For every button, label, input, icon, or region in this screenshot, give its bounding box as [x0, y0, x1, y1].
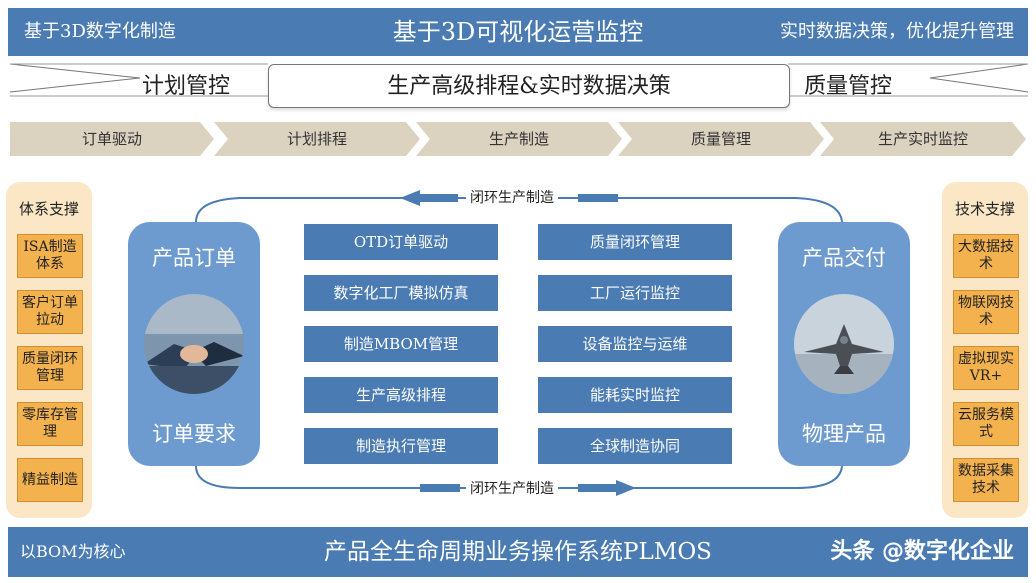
- module-right: 设备监控与运维: [538, 326, 732, 362]
- module-right: 质量闭环管理: [538, 224, 732, 260]
- order-pill-title: 产品订单: [152, 246, 236, 270]
- process-step-4: 质量管理: [618, 122, 824, 156]
- tech-support-item: 数据采集技术: [953, 458, 1019, 502]
- delivery-pill: 产品交付 物理产品: [778, 222, 910, 466]
- header-right-text: 实时数据决策，优化提升管理: [780, 21, 1014, 42]
- banner-center-text: 生产高级排程&实时数据决策: [387, 74, 671, 99]
- tech-support-title: 技术支撑: [954, 200, 1015, 218]
- quality-control-label: 质量管控: [804, 74, 893, 99]
- fighter-jet-image: [794, 294, 894, 394]
- tech-support-item: 云服务模式: [953, 402, 1019, 446]
- module-left: 数字化工厂模拟仿真: [304, 275, 498, 311]
- loop-bottom-bar: [420, 484, 460, 492]
- banner-scroll: 生产高级排程&实时数据决策: [268, 64, 790, 108]
- order-pill: 产品订单 订单要求: [128, 222, 260, 466]
- module-left: 制造MBOM管理: [304, 326, 498, 362]
- header-left-text: 基于3D数字化制造: [24, 21, 176, 42]
- loop-top-label: 闭环生产制造: [466, 187, 558, 207]
- process-step-3: 生产制造: [416, 122, 622, 156]
- tech-support-panel: 技术支撑 大数据技术 物联网技术 虚拟现实VR+ 云服务模式 数据采集技术: [942, 182, 1028, 518]
- delivery-pill-title: 产品交付: [802, 246, 886, 270]
- module-right: 全球制造协同: [538, 428, 732, 464]
- header-bar: 基于3D数字化制造 基于3D可视化运营监控 实时数据决策，优化提升管理: [8, 8, 1028, 56]
- process-step-2: 计划排程: [214, 122, 420, 156]
- system-support-item: 客户订单拉动: [17, 290, 83, 334]
- module-left: 制造执行管理: [304, 428, 498, 464]
- system-support-item: 零库存管理: [17, 402, 83, 446]
- process-step-5: 生产实时监控: [820, 122, 1026, 156]
- arrow-right-icon: [578, 480, 636, 496]
- tech-support-item: 物联网技术: [953, 290, 1019, 334]
- header-title: 基于3D可视化运营监控: [392, 18, 644, 46]
- footer-bar: 以BOM为核心 产品全生命周期业务操作系统PLMOS 头条 @数字化企业: [8, 527, 1028, 577]
- process-step-1: 订单驱动: [10, 122, 214, 156]
- delivery-pill-subtitle: 物理产品: [802, 422, 886, 446]
- system-support-title: 体系支撑: [18, 200, 79, 218]
- handshake-image: [144, 294, 244, 394]
- banner-lines: [9, 63, 1029, 97]
- order-pill-subtitle: 订单要求: [152, 422, 236, 446]
- system-support-item: ISA制造体系: [17, 234, 83, 278]
- module-left: 生产高级排程: [304, 377, 498, 413]
- system-support-item: 质量闭环管理: [17, 346, 83, 390]
- tech-support-item: 大数据技术: [953, 234, 1019, 278]
- loop-bottom-label: 闭环生产制造: [466, 478, 558, 498]
- footer-left-text: 以BOM为核心: [20, 542, 126, 561]
- system-support-item: 精益制造: [17, 458, 83, 502]
- module-left: OTD订单驱动: [304, 224, 498, 260]
- module-right: 工厂运行监控: [538, 275, 732, 311]
- watermark: 头条 @数字化企业: [830, 539, 1014, 564]
- tech-support-item: 虚拟现实VR+: [953, 346, 1019, 390]
- system-support-panel: 体系支撑 ISA制造体系 客户订单拉动 质量闭环管理 零库存管理 精益制造: [6, 182, 92, 518]
- module-right: 能耗实时监控: [538, 377, 732, 413]
- arrow-left-icon: [400, 190, 458, 206]
- loop-top-bar: [578, 194, 618, 202]
- footer-title: 产品全生命周期业务操作系统PLMOS: [324, 539, 712, 565]
- plan-control-label: 计划管控: [142, 74, 231, 99]
